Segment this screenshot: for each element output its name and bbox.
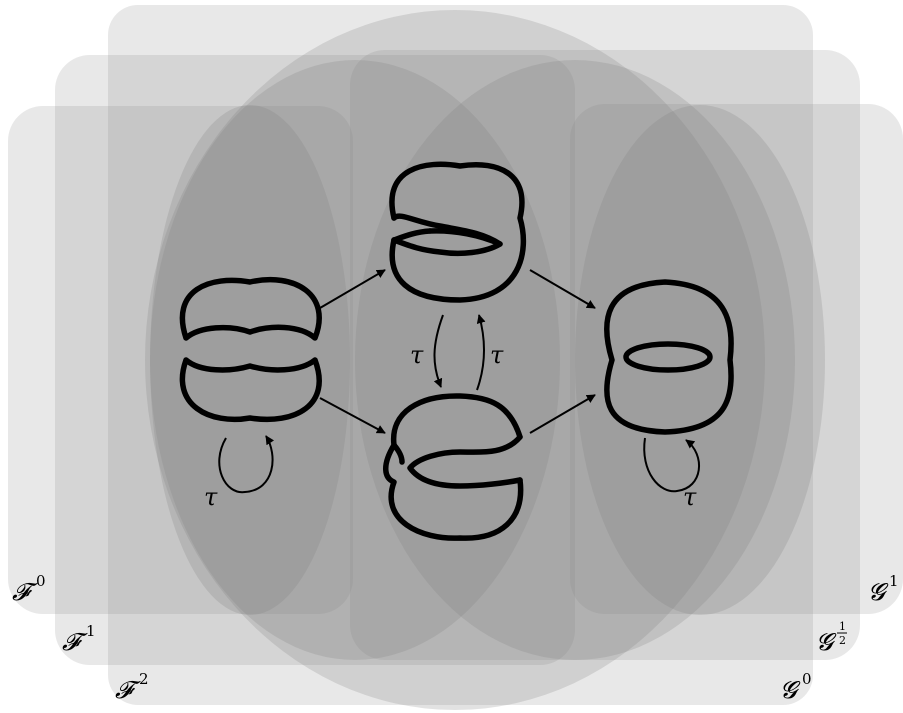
- label-G0: 𝓖: [780, 676, 801, 704]
- arrow-icon: [476, 314, 486, 391]
- tau-label: τ: [490, 341, 504, 369]
- tau-label: τ: [410, 341, 424, 369]
- region-F2: [145, 10, 765, 710]
- label-Ghalf-sup-den: 2: [839, 634, 846, 647]
- knot-diagram-bottom: [383, 393, 524, 541]
- layer-G1: [570, 104, 903, 614]
- region-G1: [575, 105, 825, 615]
- filtration-layers: [8, 5, 903, 710]
- layer-Ghalf: [350, 50, 860, 660]
- arrows: [218, 269, 700, 494]
- label-Ghalf-sup-num: 1: [839, 620, 846, 633]
- label-F0-sup: 0: [36, 572, 46, 590]
- label-F1-sup: 1: [86, 622, 96, 640]
- label-G0-sup: 0: [802, 670, 812, 688]
- tau-label: τ: [204, 483, 218, 511]
- knot-diagram-left: [179, 276, 322, 423]
- label-G1-sup: 1: [889, 572, 899, 590]
- arrow-icon: [433, 314, 444, 388]
- arrow-icon: [319, 269, 386, 309]
- knot-diagram-top: [389, 161, 527, 303]
- arrow-icon: [529, 269, 596, 309]
- loop-arrow-icon: [218, 435, 275, 494]
- arrow-icon: [529, 394, 596, 434]
- arrow-icon: [319, 397, 386, 434]
- label-F2-sup: 2: [139, 670, 149, 688]
- region-F1: [150, 60, 560, 660]
- tau-label: τ: [683, 483, 697, 511]
- tau-labels: τ τ τ τ: [204, 341, 697, 511]
- region-Ghalf: [355, 60, 795, 660]
- loop-arrow-icon: [643, 437, 700, 493]
- layer-F2: [108, 5, 813, 705]
- knot-diagram-right: [604, 279, 734, 435]
- label-G1: 𝓖: [868, 578, 889, 606]
- label-Ghalf: 𝓖: [816, 628, 837, 656]
- region-F0: [150, 105, 350, 615]
- layer-F0: [8, 106, 353, 614]
